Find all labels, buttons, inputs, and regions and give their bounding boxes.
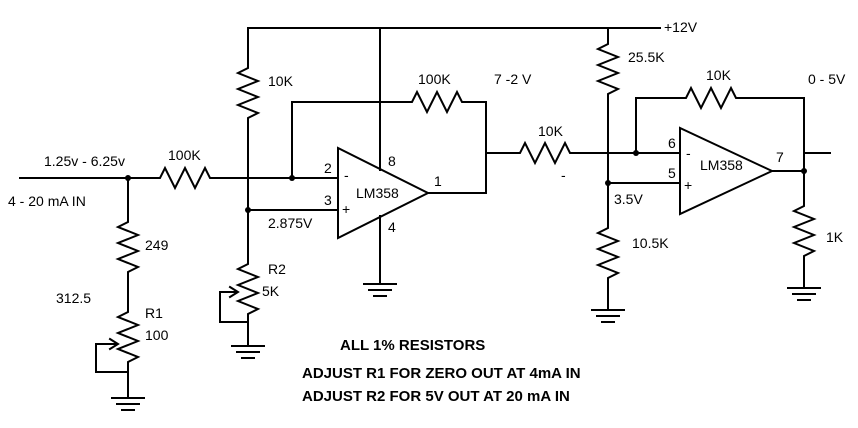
r1-value-label: 100 [145,327,169,343]
ground-symbol-r2 [231,345,265,359]
resistor-10k5-label: 10.5K [632,235,669,251]
reference-divider-2: 25.5K 3.5V 10.5K [591,27,681,323]
potentiometer-r1 [115,305,141,369]
notes: ALL 1% RESISTORS ADJUST R1 FOR ZERO OUT … [302,337,581,405]
potentiometer-r2 [235,257,261,321]
supply-label: +12V [664,19,698,35]
resistor-249 [115,215,141,279]
note-line-3: ADJUST R2 FOR 5V OUT AT 20 mA IN [302,388,570,405]
ref2-voltage-label: 3.5V [614,191,643,207]
resistor-input-label: 100K [168,147,201,163]
input-section: 1.25v - 6.25v 4 - 20 mA IN 100K 249 312.… [8,147,339,411]
resistor-series-10k [513,140,577,166]
stage1-output-label: 7 -2 V [494,71,532,87]
resistor-10k-top [235,61,261,125]
resistor-feedback-100k [405,89,469,115]
r1-wiper [95,343,129,373]
opamp1-pin-plus: 3 [324,192,332,208]
output-range-label: 0 - 5V [808,71,846,87]
opamp1-pin-vcc: 8 [388,153,396,169]
resistor-25k5 [595,37,621,101]
resistor-load-1k [791,199,817,263]
r2-value-label: 5K [262,283,280,299]
opamp2-minus-sign: - [686,145,691,161]
ground-symbol-ref2 [591,309,625,323]
r2-name-label: R2 [268,261,286,277]
opamp2-name: LM358 [700,157,743,173]
resistor-feedback-label: 100K [418,71,451,87]
opamp2-pin-plus: 5 [668,165,676,181]
opamp1-plus-sign: + [342,201,350,217]
opamp1-pin-out: 1 [434,173,442,189]
opamp-2: LM358 6 5 - + 7 10K 0 - 5V 1K [633,67,846,301]
input-current-label: 4 - 20 mA IN [8,193,86,209]
resistor-25k5-label: 25.5K [628,49,665,65]
opamp1-pin-minus: 2 [324,160,332,176]
resistor-series-label: 10K [538,123,564,139]
note-line-1: ALL 1% RESISTORS [340,337,485,354]
r1-name-label: R1 [145,305,163,321]
opamp1-minus-sign: - [344,167,349,183]
resistor-load-label: 1K [826,229,844,245]
resistor-10k5 [595,221,621,285]
ground-symbol-r1 [111,397,145,411]
opamp-1: LM358 2 3 - + 1 8 4 100K 7 -2 V [289,27,532,297]
resistor-249-label: 249 [145,237,169,253]
resistor-feedback2-label: 10K [706,67,732,83]
opamp2-pin-minus: 6 [668,135,676,151]
opamp1-pin-gnd: 4 [388,219,396,235]
note-line-2: ADJUST R1 FOR ZERO OUT AT 4mA IN [302,365,581,382]
reference-divider-1: 10K 2.875V R2 5K [219,27,339,359]
r2-wiper [219,291,249,323]
supply-rail: +12V [247,19,698,35]
ref1-voltage-label: 2.875V [268,215,313,231]
opamp1-name: LM358 [356,185,399,201]
resistor-10k-top-label: 10K [268,73,294,89]
opamp2-plus-sign: + [684,177,692,193]
total-resistance-label: 312.5 [56,290,91,306]
ground-symbol-opamp1 [363,283,397,297]
stage1-minus-mark: - [561,167,566,183]
series-resistor-section: 10K - [485,123,681,183]
resistor-feedback2-10k [679,85,743,111]
input-voltage-label: 1.25v - 6.25v [44,153,125,169]
resistor-input-100k [151,165,219,191]
opamp2-pin-out: 7 [776,149,784,165]
ground-symbol-load [787,287,821,301]
